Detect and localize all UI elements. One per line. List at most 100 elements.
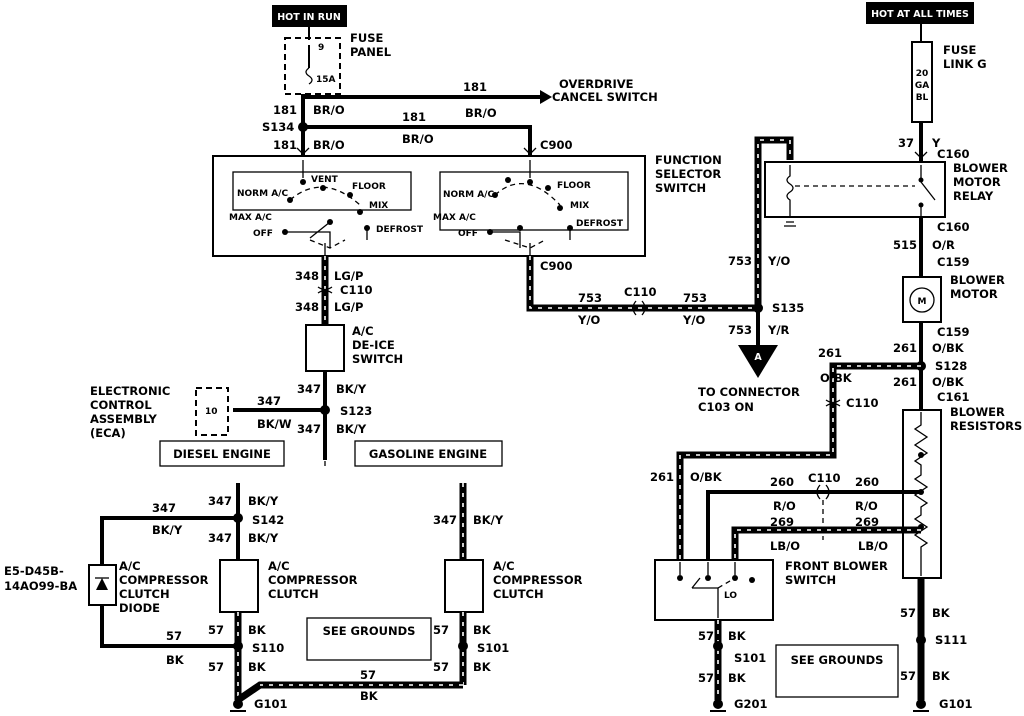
splice-s111	[916, 635, 926, 645]
function-selector-label-2: SELECTOR	[655, 167, 721, 181]
label-c110-261: C110	[846, 396, 878, 410]
fuse-link-rating-3: BL	[916, 93, 929, 103]
label-bk-e: BK	[473, 660, 492, 674]
label-bky-e: BK/Y	[248, 531, 279, 545]
hot-in-run-text: HOT IN RUN	[277, 12, 341, 23]
diode-label-4: DIODE	[119, 601, 160, 615]
label-347-b: 347	[297, 422, 321, 436]
label-bk-a: BK	[248, 623, 267, 637]
label-c110-260: C110	[808, 471, 840, 485]
label-c159-bottom: C159	[937, 325, 969, 339]
connector-mark	[523, 147, 537, 155]
label-260-b: 260	[855, 475, 879, 489]
label-57-b: 57	[166, 629, 182, 643]
motor-symbol: M	[918, 297, 927, 307]
wire-260	[706, 490, 921, 560]
label-s101-right: S101	[734, 651, 766, 665]
label-lbo-b: LB/O	[858, 539, 888, 553]
arrow-overdrive	[540, 90, 552, 104]
label-bk-i: BK	[932, 606, 951, 620]
clutch-gasoline-label-3: CLUTCH	[493, 587, 544, 601]
pos-norm-ac-right: NORM A/C	[443, 190, 494, 200]
clutch-diesel-label-2: COMPRESSOR	[268, 573, 358, 587]
connector-mark	[296, 147, 310, 155]
label-753-c: 753	[728, 254, 752, 268]
front-blower-lo: LO	[724, 591, 737, 601]
hot-in-run-tag: HOT IN RUN	[272, 5, 347, 27]
label-s135: S135	[772, 301, 804, 315]
splice-s110	[233, 641, 243, 651]
label-bky-a: BK/Y	[336, 382, 367, 396]
pos-defrost-right: DEFROST	[576, 219, 624, 229]
eca-label-4: (ECA)	[90, 426, 126, 440]
label-37: 37	[898, 136, 914, 150]
selector-switch-right: NORM A/C FLOOR MIX MAX A/C OFF DEFROST	[433, 160, 629, 258]
clutch-gasoline-label-1: A/C	[493, 559, 515, 573]
splice-s101-right	[713, 641, 723, 651]
label-yo-a: Y/O	[577, 313, 601, 327]
fuse-link-rating-2: GA	[915, 81, 929, 91]
connector-c110-261	[825, 399, 841, 407]
diode-label-2: COMPRESSOR	[119, 573, 209, 587]
blower-relay-label-3: RELAY	[953, 189, 994, 203]
ground-g101-left	[230, 699, 246, 712]
deice-label-1: A/C	[352, 324, 374, 338]
label-57-d: 57	[433, 623, 449, 637]
label-y: Y	[931, 136, 941, 150]
label-or: O/R	[932, 238, 955, 252]
connector-mark	[914, 151, 928, 159]
label-obk-d: O/BK	[690, 470, 723, 484]
label-bk-c: BK	[248, 660, 267, 674]
label-57-f: 57	[360, 668, 376, 682]
blower-motor-label-2: MOTOR	[950, 287, 998, 301]
wire-57-diode	[100, 605, 238, 648]
label-260-a: 260	[770, 475, 794, 489]
hot-at-all-times-text: HOT AT ALL TIMES	[871, 9, 969, 20]
diesel-engine-label: DIESEL ENGINE	[173, 447, 271, 461]
connector-ref-line-2: C103 ON	[698, 400, 754, 414]
label-s111: S111	[935, 633, 967, 647]
pos-mix-left: MIX	[369, 201, 388, 211]
fuse-link-label-1: FUSE	[943, 43, 976, 57]
pos-off-left: OFF	[253, 229, 273, 239]
label-261-a: 261	[893, 341, 917, 355]
connector-a-letter: A	[754, 352, 762, 363]
label-bk-f: BK	[360, 689, 379, 703]
label-obk-c: O/BK	[820, 371, 853, 385]
label-lgp-b: LG/P	[334, 300, 363, 314]
pos-off-right: OFF	[458, 229, 478, 239]
label-57-j: 57	[900, 669, 916, 683]
label-181-a: 181	[273, 103, 297, 117]
hot-at-all-times-tag: HOT AT ALL TIMES	[866, 2, 974, 24]
gasoline-engine-label: GASOLINE ENGINE	[369, 447, 487, 461]
front-blower-switch-box	[654, 559, 774, 621]
label-347-d: 347	[152, 501, 176, 515]
splice-s134	[298, 122, 308, 132]
fuse-panel-label-1: FUSE	[350, 31, 383, 45]
fuse-symbol	[305, 67, 313, 85]
label-g101-left: G101	[254, 697, 287, 711]
label-347-eca: 347	[257, 394, 281, 408]
label-57-c: 57	[208, 660, 224, 674]
deice-label-3: SWITCH	[352, 352, 403, 366]
label-ro-b: R/O	[855, 499, 878, 513]
label-261-b: 261	[893, 375, 917, 389]
label-269-a: 269	[770, 515, 794, 529]
label-753-d: 753	[728, 323, 752, 337]
label-bk-d: BK	[473, 623, 492, 637]
selector-switch-left: NORM A/C VENT FLOOR MIX MAX A/C OFF DEFR…	[229, 160, 424, 258]
label-c161: C161	[937, 390, 969, 404]
pos-vent-left: VENT	[311, 175, 339, 185]
label-yo-b: Y/O	[682, 313, 706, 327]
label-bro-a: BR/O	[313, 103, 345, 117]
label-bro-b: BR/O	[313, 138, 345, 152]
gasoline-engine-box	[354, 440, 503, 467]
label-57-h: 57	[698, 671, 714, 685]
label-181-mid: 181	[402, 110, 426, 124]
fuse-rating: 15A	[316, 75, 336, 85]
clutch-gasoline-box	[444, 559, 484, 613]
label-yo-c: Y/O	[767, 254, 791, 268]
label-s110: S110	[252, 641, 284, 655]
deice-label-2: DE-ICE	[352, 338, 395, 352]
